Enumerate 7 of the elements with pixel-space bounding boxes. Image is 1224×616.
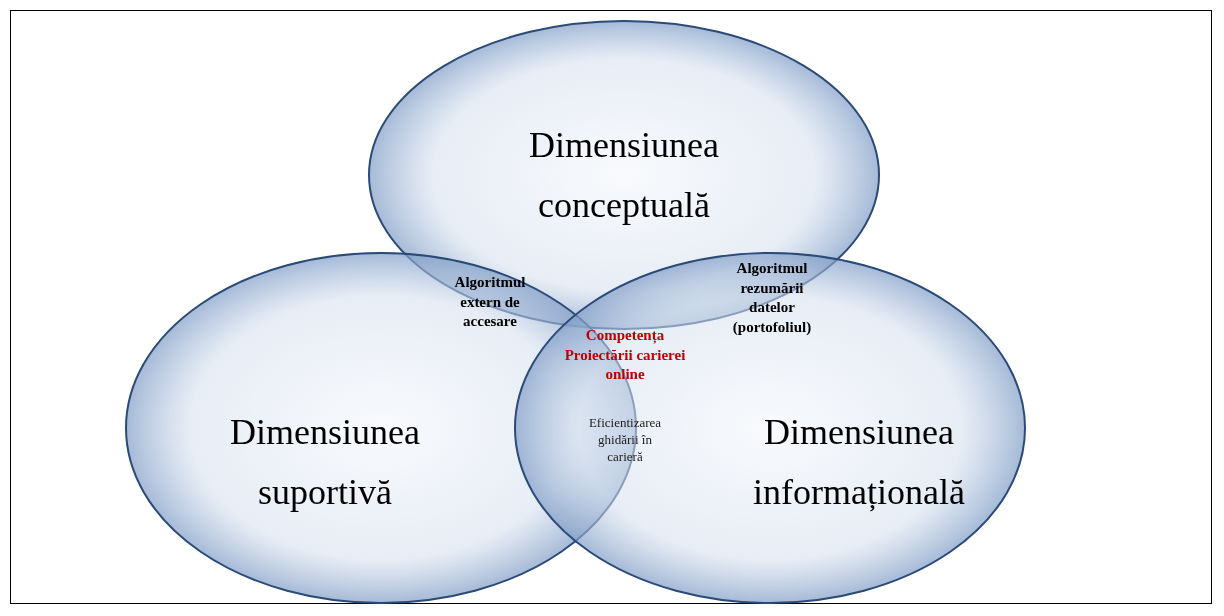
overlap-label: Algoritmul extern de accesare <box>453 272 527 331</box>
circle-title: Dimensiunea conceptuală <box>528 124 720 227</box>
circle-title: Dimensiunea informațională <box>752 411 966 514</box>
circle-title: Dimensiunea suportivă <box>229 411 421 514</box>
center-label: Competența Proiectării carierei online <box>563 325 687 384</box>
overlap-label: Eficientizarea ghidării în carieră <box>587 414 663 466</box>
overlap-label: Algoritmul rezumării datelor (portofoliul) <box>731 259 813 337</box>
